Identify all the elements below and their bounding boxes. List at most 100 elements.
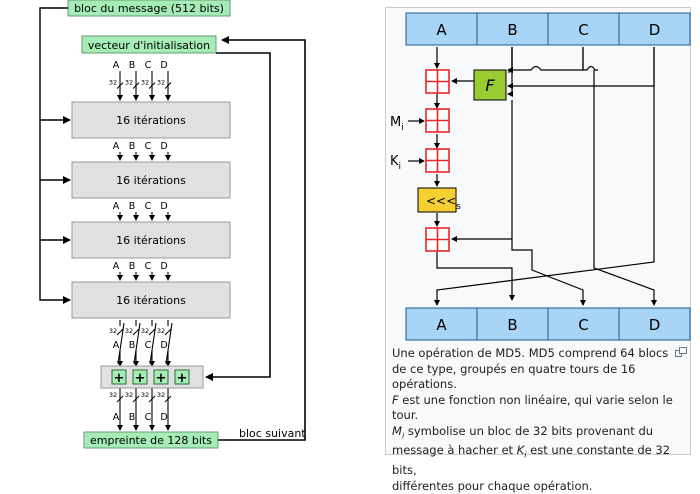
c-to-f-line	[507, 47, 584, 73]
bus-diagonal	[117, 322, 125, 365]
function-f-label: F	[485, 76, 495, 95]
bus-width-tick	[132, 82, 140, 89]
d-to-f-line	[507, 47, 655, 89]
round-box-2	[71, 161, 231, 199]
register-cell	[405, 307, 478, 341]
bus-width-tick	[132, 328, 140, 336]
bus-register-label: D	[160, 201, 167, 212]
bus-width-label: 32	[141, 327, 149, 335]
adder-plus-icon: +	[135, 371, 146, 386]
b-into-f-line	[507, 47, 513, 97]
bus-width-label: 32	[125, 391, 133, 399]
bus-register-label: D	[160, 340, 167, 351]
register-cell	[476, 12, 549, 46]
bus-register-label: B	[129, 340, 136, 351]
register-label: B	[507, 21, 517, 39]
caption-line-4: Mi symbolise un bloc de 32 bits provenan…	[392, 423, 654, 440]
bus-register-label: C	[145, 201, 152, 212]
bus-diagonal	[149, 322, 157, 365]
bus-width-label: 32	[157, 327, 165, 335]
round-box-3	[71, 221, 231, 259]
bus-width-label: 32	[125, 79, 133, 87]
figure-caption: Une opération de MD5. MD5 comprend 64 bl…	[392, 346, 688, 494]
round-label-1: 16 itérations	[116, 114, 186, 127]
register-cell	[476, 307, 549, 341]
bus-width-tick	[164, 395, 172, 403]
register-label: C	[578, 316, 588, 334]
bus-width-tick	[164, 328, 172, 336]
sum-to-b-line	[436, 252, 515, 301]
register-cell	[547, 307, 620, 341]
bus-register-label: C	[145, 261, 152, 272]
bus-width-label: 32	[141, 79, 149, 87]
adder-plus-icon: +	[156, 371, 167, 386]
register-label: A	[436, 21, 447, 39]
register-cell	[405, 12, 478, 46]
bus-width-tick	[148, 395, 156, 403]
register-label: A	[436, 316, 447, 334]
bus-register-label: B	[129, 60, 136, 71]
bus-register-label: A	[113, 261, 120, 272]
next-block-label: bloc suivant	[239, 427, 306, 440]
bus-register-label: A	[113, 201, 120, 212]
bus-register-label: C	[145, 412, 152, 423]
bus-width-tick	[116, 395, 124, 403]
caption-line-2: de ce type, groupés en quatre tours de 1…	[392, 361, 636, 392]
adder-plus-icon: +	[114, 371, 125, 386]
bus-register-label: D	[160, 141, 167, 152]
init-vector-box	[81, 35, 217, 54]
bus-diagonal	[165, 322, 173, 365]
digest-label: empreinte de 128 bits	[90, 434, 212, 447]
bus-width-label: 32	[109, 391, 117, 399]
register-label: C	[578, 21, 588, 39]
bus-width-tick	[132, 395, 140, 403]
register-cell	[618, 12, 691, 46]
bus-width-label: 32	[125, 327, 133, 335]
adder-box	[174, 369, 190, 385]
left-diagram: bloc du message (512 bits) vecteur d'ini…	[39, 0, 306, 449]
bus-register-label: D	[160, 412, 167, 423]
ki-label: Ki	[390, 154, 401, 172]
bus-register-label: B	[129, 412, 136, 423]
bus-register-label: A	[113, 412, 120, 423]
bus-diagonal	[133, 322, 141, 365]
bus-width-tick	[164, 82, 172, 89]
b-to-c-line	[511, 239, 586, 306]
iv-feedforward-line	[205, 52, 271, 381]
bus-register-label: B	[129, 201, 136, 212]
caption-line-6: différentes pour chaque opération.	[392, 478, 593, 493]
message-feed-line	[39, 7, 71, 304]
enlarge-icon[interactable]	[675, 347, 687, 357]
bus-width-label: 32	[157, 391, 165, 399]
bus-width-tick	[116, 328, 124, 336]
bus-register-label: A	[113, 141, 120, 152]
rotate-box	[417, 187, 457, 213]
bus-register-label: C	[145, 141, 152, 152]
caption-line-1: Une opération de MD5. MD5 comprend 64 bl…	[392, 346, 669, 360]
bus-register-label: A	[113, 60, 120, 71]
mi-label: Mi	[390, 115, 404, 133]
round-box-1	[71, 101, 231, 139]
init-vector-label: vecteur d'initialisation	[88, 39, 210, 52]
bus-register-label: A	[113, 340, 120, 351]
bus-register-label: B	[129, 261, 136, 272]
bus-register-label: C	[145, 60, 152, 71]
adders: + + + +	[111, 369, 190, 386]
bus-width-tick	[148, 328, 156, 336]
round-label-4: 16 itérations	[116, 294, 186, 307]
bus-width-label: 32	[109, 327, 117, 335]
c-hop	[583, 65, 598, 71]
register-cell	[547, 12, 620, 46]
round-label-3: 16 itérations	[116, 234, 186, 247]
round-box-4	[71, 281, 231, 319]
caption-line-3: F est une fonction non linéaire, qui var…	[392, 392, 673, 423]
adder-plus-icon: +	[177, 371, 188, 386]
bus-register-label: D	[160, 261, 167, 272]
rotate-label: <<<s	[426, 194, 461, 212]
register-label: B	[507, 316, 517, 334]
bus-width-tick	[148, 82, 156, 89]
round-label-2: 16 itérations	[116, 174, 186, 187]
